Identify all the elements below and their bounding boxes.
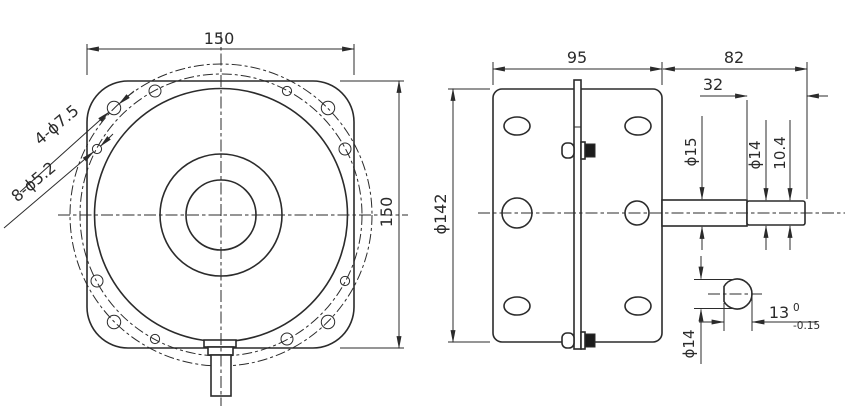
- corner-holes-label: 4-ϕ7.5: [30, 101, 82, 149]
- shaft-length-dim-label: 82: [724, 48, 744, 67]
- shaft-section-detail: ϕ14 13 0 -0.15: [680, 256, 820, 364]
- dim-height-150: 150: [340, 79, 404, 350]
- dim-shaft-dia-15: ϕ15: [682, 116, 705, 250]
- clamp-bolt-top: [561, 141, 596, 160]
- section-dia-label: ϕ14: [680, 330, 698, 359]
- section-flat-tol-upper: 0: [793, 302, 800, 314]
- stem-cap: [203, 339, 237, 348]
- front-height-dim-label: 150: [377, 197, 396, 228]
- flange-plate-edge: [573, 79, 582, 350]
- dim-width-150: 150: [85, 29, 356, 75]
- side-view: 95 82 32 ϕ142 ϕ15: [431, 48, 845, 350]
- section-flat-tol-lower: -0.15: [793, 320, 820, 332]
- front-view: 150 150 4-ϕ7.5 8-ϕ5.2: [3, 29, 408, 406]
- dim-body-dia-142: ϕ142: [431, 87, 490, 344]
- small-holes-open: [91, 85, 351, 345]
- shaft-end-dim-label: 32: [703, 75, 723, 94]
- dim-body-depth-95: 95: [491, 48, 664, 85]
- corner-holes: [106, 100, 336, 330]
- section-flat-dim-label: 13: [769, 303, 789, 322]
- body-dia-dim-label: ϕ142: [431, 193, 450, 234]
- bottom-stem: [203, 339, 237, 397]
- dim-flat-height-10-4: 10.4: [771, 120, 793, 250]
- dim-shaft-length-82: 82: [661, 48, 809, 199]
- dim-section-flat-13: 13 0 -0.15: [699, 296, 820, 332]
- shaft-end-dia-label: ϕ14: [746, 141, 764, 170]
- clamp-bolt-bottom: [561, 331, 596, 350]
- small-holes-bolted: [90, 84, 352, 346]
- small-holes-label: 8-ϕ5.2: [7, 158, 59, 206]
- body-depth-dim-label: 95: [567, 48, 587, 67]
- leader-small-holes: 8-ϕ5.2: [3, 133, 114, 229]
- dim-shaft-end-32: 32: [700, 75, 828, 199]
- shaft-base-dia-label: ϕ15: [682, 138, 700, 167]
- dim-shaft-dia-14: ϕ14: [746, 120, 769, 250]
- shaft-flat-height-label: 10.4: [771, 136, 789, 169]
- dim-section-dia-14: ϕ14: [680, 256, 733, 364]
- front-width-dim-label: 150: [204, 29, 235, 48]
